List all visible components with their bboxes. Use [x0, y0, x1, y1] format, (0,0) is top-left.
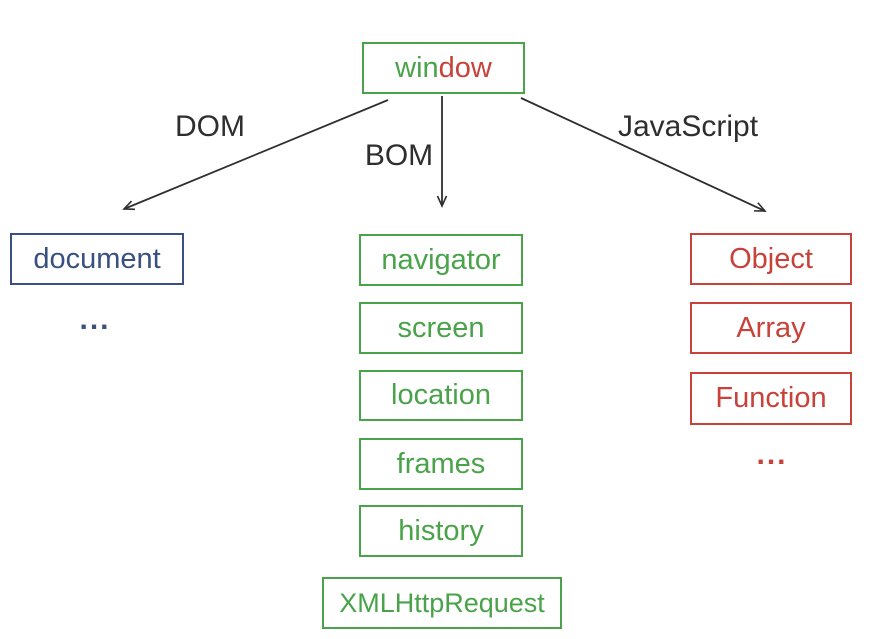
- node-document: document: [10, 233, 184, 285]
- branch-label-bom: BOM: [364, 139, 434, 172]
- javascript-arrow: [520, 97, 767, 212]
- window-label-green-part: win: [395, 51, 439, 84]
- window-label-red-part: dow: [438, 51, 492, 84]
- node-function: Function: [690, 372, 852, 425]
- dom-column-ellipsis: ...: [79, 303, 111, 336]
- js-column-ellipsis: ...: [756, 438, 788, 471]
- node-screen: screen: [359, 302, 523, 354]
- node-history: history: [359, 505, 523, 557]
- node-object: Object: [690, 233, 852, 285]
- node-frames: frames: [359, 438, 523, 490]
- node-location: location: [359, 370, 523, 421]
- node-array: Array: [690, 302, 852, 354]
- branch-label-javascript: JavaScript: [617, 110, 759, 143]
- node-xmlhttprequest: XMLHttpRequest: [322, 577, 562, 629]
- node-navigator: navigator: [359, 234, 523, 286]
- dom-arrow: [122, 99, 389, 211]
- branch-label-dom: DOM: [175, 110, 245, 143]
